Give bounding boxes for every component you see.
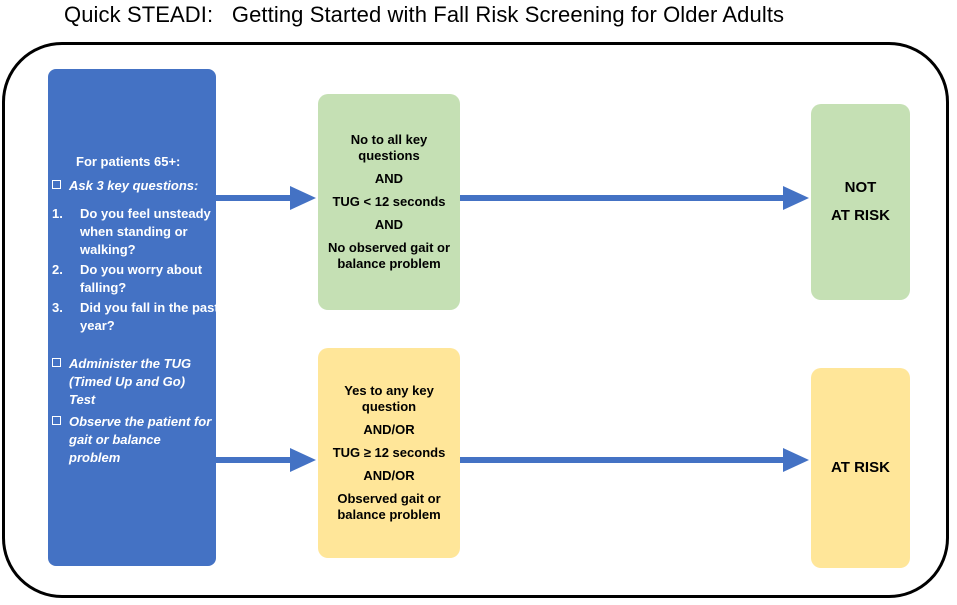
criteria-tug: TUG ≥ 12 seconds — [332, 445, 446, 460]
criteria-connector: AND — [374, 217, 404, 232]
criteria-tug: TUG < 12 seconds — [332, 194, 446, 209]
criteria-line: Yes to any key — [344, 383, 434, 398]
criteria-line: balance problem — [337, 256, 441, 271]
checkbox-icon — [52, 416, 61, 425]
result-label: AT RISK — [831, 459, 890, 476]
question-number: 1. — [52, 206, 63, 221]
question-item: 3. Did you fall in the past year? — [52, 299, 220, 335]
criteria-line: No observed gait or — [327, 240, 451, 255]
administer-tug-label: Administer the TUG (Timed Up and Go) Tes… — [69, 356, 192, 407]
ask-questions-label: Ask 3 key questions: — [69, 178, 199, 193]
result-label: AT RISK — [831, 207, 890, 224]
question-text: Do you worry about falling? — [80, 262, 203, 295]
criteria-line: No to all key — [350, 132, 428, 147]
criteria-line: Observed gait or — [337, 491, 441, 506]
arrow-screening-to-at-risk-criteria — [216, 448, 316, 472]
at-risk-criteria-box: Yes to any key question AND/OR TUG ≥ 12 … — [318, 348, 460, 558]
arrow-not-at-risk-criteria-to-result — [460, 186, 809, 210]
observe-patient-item: Observe the patient for gait or balance … — [52, 413, 214, 467]
not-at-risk-criteria-box: No to all key questions AND TUG < 12 sec… — [318, 94, 460, 310]
administer-tug-item: Administer the TUG (Timed Up and Go) Tes… — [52, 355, 214, 409]
question-item: 1. Do you feel unsteady when standing or… — [52, 205, 220, 259]
checkbox-icon — [52, 358, 61, 367]
criteria-line: balance problem — [337, 507, 441, 522]
question-number: 3. — [52, 300, 63, 315]
at-risk-result-box: AT RISK — [811, 368, 910, 568]
criteria-line: questions — [358, 148, 420, 163]
criteria-connector: AND — [374, 171, 404, 186]
criteria-connector: AND/OR — [363, 468, 415, 483]
criteria-connector: AND/OR — [363, 422, 415, 437]
question-text: Did you fall in the past year? — [80, 300, 219, 333]
checkbox-icon — [52, 180, 61, 189]
diagram-frame — [2, 42, 949, 598]
question-number: 2. — [52, 262, 63, 277]
screening-panel: For patients 65+: Ask 3 key questions: 1… — [48, 69, 219, 566]
diagram-title: Quick STEADI: Getting Started with Fall … — [64, 2, 785, 27]
ask-questions-item: Ask 3 key questions: — [52, 177, 219, 195]
arrow-screening-to-not-at-risk-criteria — [216, 186, 316, 210]
observe-patient-label: Observe the patient for gait or balance … — [69, 414, 212, 465]
not-at-risk-result-box: NOT AT RISK — [811, 104, 910, 300]
arrow-at-risk-criteria-to-result — [460, 448, 809, 472]
criteria-line: question — [361, 399, 417, 414]
question-text: Do you feel unsteady when standing or wa… — [80, 206, 211, 257]
screening-header: For patients 65+: — [76, 154, 181, 169]
result-label: NOT — [844, 179, 877, 196]
question-item: 2. Do you worry about falling? — [52, 261, 220, 297]
